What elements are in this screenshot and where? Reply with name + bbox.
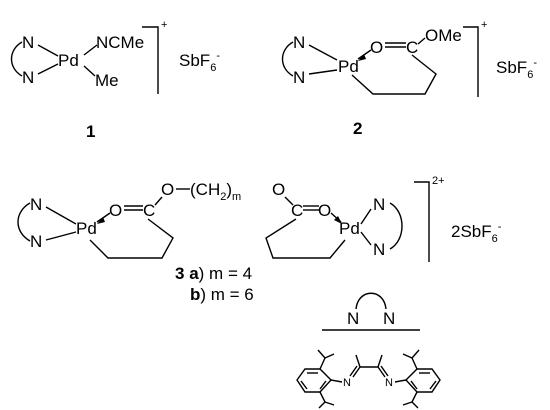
compound-number-3a: 3 a) m = 4 [175, 264, 252, 283]
ipr-left-top-me2 [324, 353, 335, 359]
aryl-left-db3 [319, 380, 327, 390]
bond-pd-ncme [83, 44, 98, 56]
ncme: NCMe [96, 33, 144, 52]
diimine-n-right: N [385, 377, 393, 389]
charge-1: + [161, 19, 167, 31]
ligand-n-left: N [347, 309, 359, 328]
ipr-left-top [319, 357, 326, 370]
bond-n-pd-3b [45, 231, 77, 241]
ipr-left-bottom-me2 [324, 401, 335, 406]
cn-left-a [352, 366, 361, 378]
ligand-arc [355, 292, 387, 310]
chelate-arc-1 [10, 41, 23, 77]
chelate-arc-2 [281, 41, 294, 77]
n-br-3: N [373, 240, 385, 259]
ring-chain-3-right [265, 218, 346, 259]
me-1: Me [95, 71, 119, 90]
compound-number-1: 1 [86, 122, 95, 141]
bracket-1 [142, 26, 159, 94]
c-left-3: C [143, 201, 155, 220]
cn-right-a [377, 366, 386, 378]
compound-variant-3b: b) m = 6 [190, 285, 254, 304]
aryl-left-db2 [300, 380, 308, 390]
ipr-right-bottom-me1 [411, 401, 419, 409]
counter-ion-3: 2SbF6- [451, 221, 502, 245]
dative-arrow-3-left [97, 217, 105, 224]
cn-right-b [380, 365, 389, 377]
o-bridge-right-3: O [272, 180, 285, 199]
n-bl-3: N [30, 232, 42, 251]
chelate-arc-3-right [389, 202, 403, 250]
counter-ion-2: SbF6- [496, 57, 537, 81]
bond-pd-me [83, 65, 96, 77]
counter-ion-1: SbF6- [179, 50, 220, 74]
compound-number-2: 2 [353, 119, 362, 138]
pd-right-3: Pd [339, 219, 360, 238]
n-aryl-left [330, 379, 343, 383]
bond-n-pd-1b [37, 63, 59, 75]
ipr-right-bottom [411, 391, 418, 403]
bracket-2 [463, 26, 479, 97]
dative-bond-3-left [96, 212, 111, 223]
pd-2: Pd [338, 57, 359, 76]
diimine-n-left: N [343, 377, 351, 389]
c-right-3: C [291, 201, 303, 220]
aryl-right-db3 [410, 380, 418, 390]
ipr-right-top-me2 [402, 353, 413, 359]
charge-2: + [481, 19, 487, 31]
diimine-ligand-structure: N N [296, 349, 441, 409]
ipr-left-bottom [319, 391, 326, 403]
bond-o-c-bridge-right [284, 196, 294, 206]
bond-pd-n-3c [360, 208, 372, 225]
chelate-arc-3-left [17, 202, 31, 242]
n-aryl-right [394, 379, 407, 383]
methyl-left [355, 354, 361, 368]
n-bottom-2: N [293, 68, 305, 87]
n-bottom-1: N [22, 68, 34, 87]
ipr-left-top-me1 [317, 349, 326, 359]
n-tl-3: N [30, 195, 42, 214]
n-top-2: N [293, 33, 305, 52]
o-carbonyl-2: O [370, 38, 383, 57]
ligand-legend: N N N N [296, 292, 441, 409]
n-tr-3: N [373, 195, 385, 214]
o-left-3: O [109, 201, 122, 220]
bond-n-pd-3a [45, 206, 77, 225]
methyl-right [377, 354, 383, 368]
bracket-3 [414, 181, 430, 262]
cn-left-b [349, 365, 358, 377]
bond-c-o-bridge-left [154, 196, 163, 206]
bond-c-ome [417, 37, 426, 45]
ome-2: OMe [425, 26, 462, 45]
bond-pd-n-3d [360, 231, 372, 246]
charge-3: 2+ [432, 175, 445, 187]
pd-1: Pd [58, 51, 79, 70]
bond-n-pd-2b [308, 69, 338, 75]
c-carbonyl-2: C [406, 38, 418, 57]
bond-n-pd-1a [37, 44, 59, 57]
n-top-1: N [22, 33, 34, 52]
dative-arrow-3-right [334, 216, 342, 224]
compound-2: N N Pd O C OMe + SbF6- 2 [281, 19, 537, 138]
compound-3: N N Pd O C O (CH2)m O C O Pd N N 2+ 2SbF… [17, 175, 502, 304]
ipr-left-bottom-me1 [318, 401, 326, 409]
aryl-right-db2 [429, 380, 437, 390]
bridge-ch2m-3: (CH2)m [190, 180, 241, 203]
dative-bond-2 [357, 49, 372, 60]
bond-n-pd-2a [308, 44, 338, 61]
ring-chain-3-left [89, 218, 174, 259]
o-bridge-left-3: O [161, 180, 174, 199]
ring-chain-2 [351, 54, 437, 95]
ipr-right-bottom-me2 [402, 401, 413, 406]
ipr-right-top [411, 357, 418, 370]
compound-1: N N Pd NCMe Me + SbF6- 1 [10, 19, 220, 141]
ligand-n-right: N [383, 309, 395, 328]
ipr-right-top-me1 [411, 349, 420, 359]
pd-left-3: Pd [76, 219, 97, 238]
dative-arrow-2 [358, 54, 366, 61]
o-right-3: O [318, 201, 331, 220]
